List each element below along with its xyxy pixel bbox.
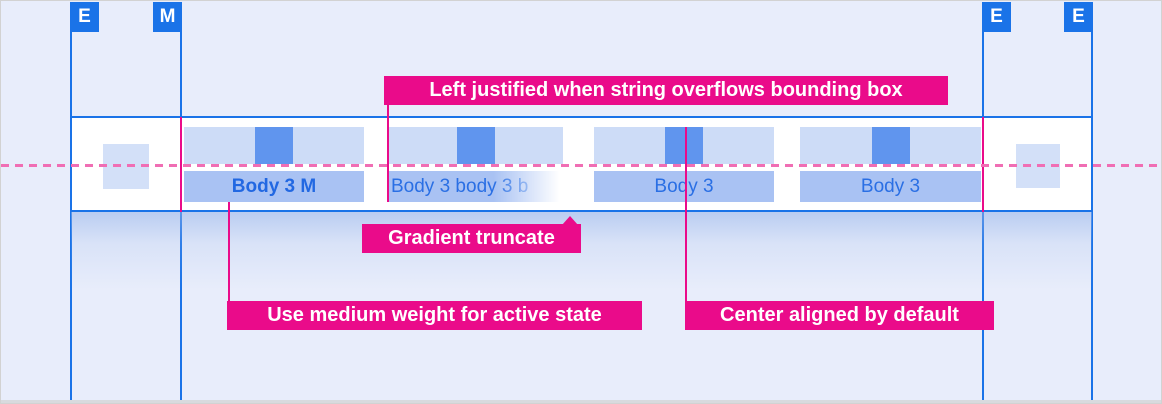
annotation-gradient-truncate: Gradient truncate xyxy=(362,224,581,253)
tab-label: Body 3 body 3 b xyxy=(389,171,563,202)
tab-bar-shadow xyxy=(71,212,1092,290)
bottom-border-strip xyxy=(1,400,1161,403)
ruler-badge-margin-left: M xyxy=(153,2,182,32)
caret-up-icon xyxy=(562,216,578,225)
annotation-left-justified: Left justified when string overflows bou… xyxy=(384,76,948,105)
tab-default-2[interactable]: Body 3 xyxy=(800,127,981,202)
tab-icon-placeholder xyxy=(255,127,293,164)
tab-default-1[interactable]: Body 3 xyxy=(594,127,774,202)
annotation-medium-weight: Use medium weight for active state xyxy=(227,301,642,330)
tab-icon-placeholder xyxy=(457,127,495,164)
tab-icon-placeholder xyxy=(665,127,703,164)
tab-label: Body 3 xyxy=(800,171,981,202)
ruler-badge-edge-left: E xyxy=(70,2,99,32)
tab-label: Body 3 xyxy=(594,171,774,202)
ruler-badge-edge-inner-right: E xyxy=(982,2,1011,32)
tab-label: Body 3 M xyxy=(184,171,364,202)
tab-truncated[interactable]: Body 3 body 3 b xyxy=(389,127,563,202)
ruler-badge-edge-right: E xyxy=(1064,2,1093,32)
tab-active[interactable]: Body 3 M xyxy=(184,127,364,202)
tab-icon-placeholder xyxy=(871,127,910,164)
pointer-line-left-justified xyxy=(387,103,389,202)
guide-line-edge-right xyxy=(1091,32,1093,403)
pointer-line-medium-weight xyxy=(228,202,230,301)
annotation-center-aligned: Center aligned by default xyxy=(685,301,994,330)
baseline-dashed-line xyxy=(1,164,1161,167)
pointer-line-center-aligned xyxy=(685,127,687,301)
